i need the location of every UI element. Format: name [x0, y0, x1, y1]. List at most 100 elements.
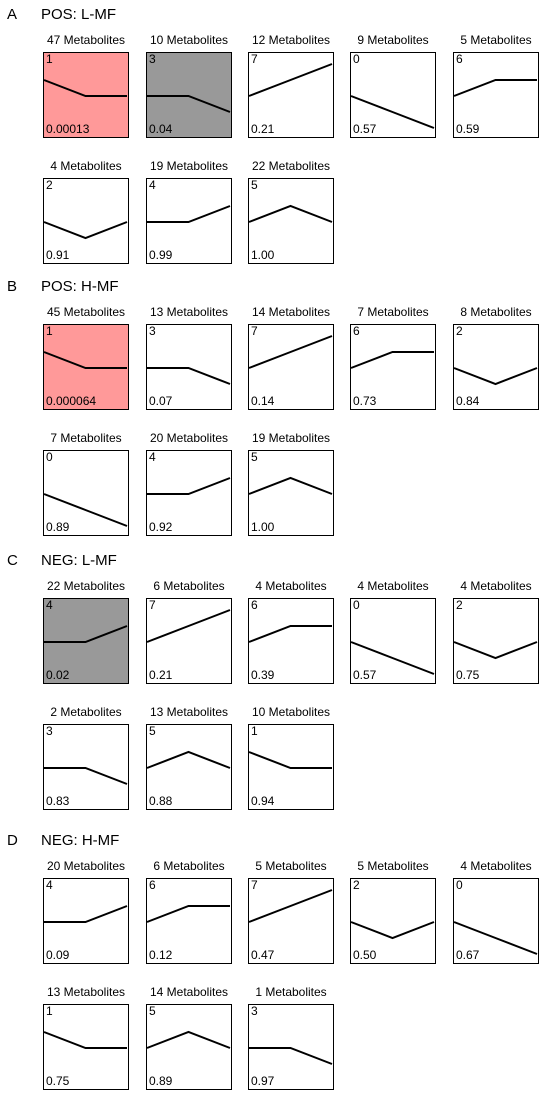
section-letter: B [7, 278, 18, 295]
section-title: POS: H-MF [41, 278, 119, 295]
profile-id: 2 [353, 878, 360, 892]
profile-line [248, 204, 333, 223]
profile-id: 2 [46, 178, 53, 192]
profile-line [146, 905, 230, 923]
metabolite-count-label: 8 Metabolites [460, 305, 532, 319]
profile-id: 3 [251, 1004, 258, 1018]
profile-line [147, 367, 231, 385]
metabolite-count-label: 10 Metabolites [149, 33, 229, 47]
profile-line [350, 351, 434, 369]
profile-p-value: 0.73 [353, 394, 377, 408]
metabolite-count-label: 19 Metabolites [149, 159, 229, 173]
profile-line [248, 63, 333, 97]
profile-p-value: 0.000064 [46, 394, 97, 408]
profile-id: 6 [251, 598, 258, 612]
profile-line [248, 889, 333, 923]
section-letter: D [7, 832, 18, 849]
metabolite-count-label: 4 Metabolites [357, 579, 429, 593]
profile-line [43, 493, 128, 527]
profile-line [146, 750, 231, 769]
profile-p-value: 0.94 [251, 794, 275, 808]
profile-p-value: 0.04 [149, 122, 173, 136]
metabolite-count-label: 47 Metabolites [46, 33, 126, 47]
profile-id: 0 [353, 598, 360, 612]
profile-line [147, 205, 231, 223]
profile-p-value: 0.89 [46, 520, 70, 534]
profile-line [43, 351, 127, 369]
profile-plot [248, 335, 333, 369]
profile-plot [248, 476, 333, 495]
profile-plot [43, 351, 127, 369]
profile-p-value: 0.59 [456, 122, 480, 136]
metabolite-count-label: 13 Metabolites [149, 305, 229, 319]
metabolite-count-label: 20 Metabolites [149, 431, 229, 445]
profile-plot [147, 95, 231, 113]
profile-plot [248, 204, 333, 223]
profile-p-value: 1.00 [251, 520, 275, 534]
profile-line [147, 477, 231, 495]
profile-p-value: 0.21 [149, 668, 173, 682]
profile-line [44, 905, 128, 923]
metabolite-count-label: 1 Metabolites [255, 985, 327, 999]
profile-p-value: 0.12 [149, 948, 173, 962]
profile-p-value: 0.91 [46, 248, 70, 262]
metabolite-count-label: 14 Metabolites [251, 305, 331, 319]
section-letter: C [7, 552, 18, 569]
profile-plot [249, 1047, 333, 1065]
metabolite-count-label: 4 Metabolites [460, 859, 532, 873]
profile-p-value: 0.07 [149, 394, 173, 408]
profile-plot [350, 351, 434, 369]
profile-line [350, 921, 435, 940]
profile-id: 3 [149, 324, 156, 338]
profile-p-value: 0.92 [149, 520, 173, 534]
profile-line [453, 79, 537, 97]
profile-line [249, 1047, 333, 1065]
profile-plot [248, 625, 332, 643]
profile-plot [248, 889, 333, 923]
profile-id: 7 [149, 598, 156, 612]
profile-id: 6 [149, 878, 156, 892]
profile-p-value: 0.57 [353, 668, 377, 682]
profile-p-value: 0.97 [251, 1074, 275, 1088]
section-title: POS: L-MF [41, 6, 117, 23]
profile-plot [350, 95, 435, 129]
metabolite-count-label: 4 Metabolites [460, 579, 532, 593]
metabolite-count-label: 6 Metabolites [153, 859, 225, 873]
profile-line [248, 335, 333, 369]
profile-plot [43, 221, 128, 240]
profile-line [350, 641, 435, 675]
profile-plot [43, 1031, 127, 1049]
profile-id: 5 [149, 1004, 156, 1018]
profile-plot [43, 493, 128, 527]
metabolite-count-label: 5 Metabolites [255, 859, 327, 873]
profile-p-value: 0.39 [251, 668, 275, 682]
profile-plot [453, 79, 537, 97]
metabolite-count-label: 13 Metabolites [149, 705, 229, 719]
profile-id: 5 [251, 178, 258, 192]
profile-p-value: 0.84 [456, 394, 480, 408]
profile-plot [146, 1030, 231, 1049]
metabolite-count-label: 45 Metabolites [46, 305, 126, 319]
metabolite-count-label: 14 Metabolites [149, 985, 229, 999]
profile-plot [147, 477, 231, 495]
profile-plot [44, 905, 128, 923]
profile-plot [248, 63, 333, 97]
profile-line [43, 79, 127, 97]
